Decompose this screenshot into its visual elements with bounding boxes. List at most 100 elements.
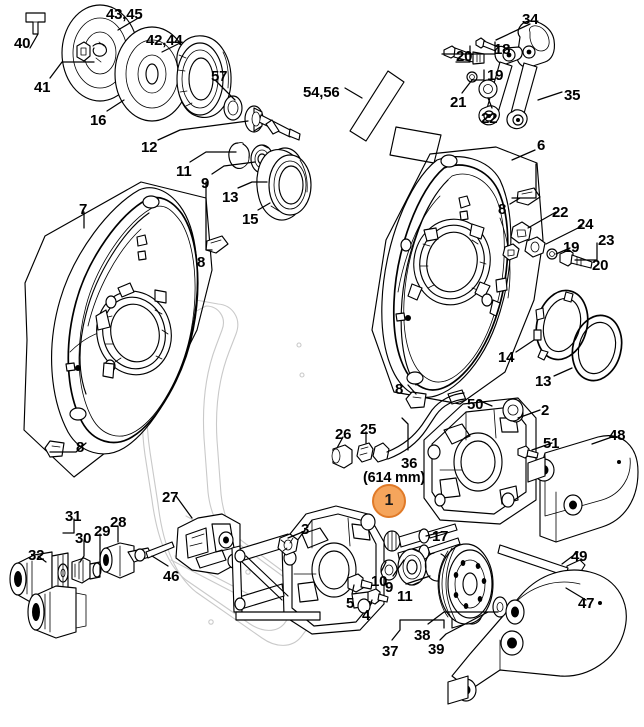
part-4-bolt bbox=[367, 588, 389, 605]
part-label-19: 19 bbox=[487, 67, 504, 84]
part-label-25: 25 bbox=[360, 421, 377, 438]
part-label-37: 37 bbox=[382, 643, 399, 660]
part-label-8: 8 bbox=[76, 439, 85, 456]
part-46-screw bbox=[134, 541, 175, 562]
part-label-57: 57 bbox=[211, 68, 228, 85]
highlighted-part-callout-1[interactable]: 1 bbox=[372, 484, 406, 518]
part-32-coupling bbox=[9, 551, 87, 639]
part-57-washer bbox=[223, 95, 243, 121]
part-label-13: 13 bbox=[222, 189, 239, 206]
part-label-18: 18 bbox=[494, 41, 511, 58]
part-5-bolt bbox=[347, 573, 373, 593]
part-24-nut bbox=[524, 236, 546, 258]
part-label-34: 34 bbox=[522, 11, 539, 28]
part-label-42-44: 42,44 bbox=[146, 32, 183, 49]
part-30-nipple bbox=[71, 557, 101, 584]
part-8-clip-d bbox=[405, 391, 427, 409]
part-14-ring bbox=[533, 289, 589, 361]
part-label-6: 6 bbox=[537, 137, 546, 154]
part-label-28: 28 bbox=[110, 514, 127, 531]
part-label-47: 47 bbox=[578, 595, 595, 612]
part-label-8: 8 bbox=[498, 201, 507, 218]
part-label-48: 48 bbox=[609, 427, 626, 444]
part-label-19: 19 bbox=[563, 239, 580, 256]
part-label-8: 8 bbox=[395, 381, 404, 398]
part-16-clutch-drum bbox=[176, 35, 232, 118]
part-label-38: 38 bbox=[414, 627, 431, 644]
part-label-43-45: 43,45 bbox=[106, 6, 143, 23]
part-15-bearing-housing bbox=[256, 149, 312, 221]
part-29-oring bbox=[92, 562, 102, 578]
part-label-35: 35 bbox=[564, 87, 581, 104]
part-label-39: 39 bbox=[428, 641, 445, 658]
part-3-nut bbox=[277, 533, 299, 556]
part-label-31: 31 bbox=[65, 508, 82, 525]
part-label-49: 49 bbox=[571, 548, 588, 565]
part-label-46: 46 bbox=[163, 568, 180, 585]
part-label-16: 16 bbox=[90, 112, 107, 129]
part-label-7: 7 bbox=[79, 201, 88, 218]
part-label-20: 20 bbox=[456, 48, 473, 65]
part-22-nut-b bbox=[502, 243, 520, 261]
part-22-nut bbox=[510, 221, 532, 244]
part-label-32: 32 bbox=[28, 547, 45, 564]
part-7-housing-left bbox=[23, 181, 229, 478]
part-label-21: 21 bbox=[450, 94, 467, 111]
part-label-13: 13 bbox=[535, 373, 552, 390]
part-label-50: 50 bbox=[467, 396, 484, 413]
part-9-bearing-b bbox=[397, 548, 427, 586]
part-35-handle bbox=[478, 20, 556, 130]
part-label-9: 9 bbox=[201, 175, 210, 192]
part-8-clip-b bbox=[44, 440, 65, 458]
part-label-20: 20 bbox=[592, 257, 609, 274]
part-28-fitting bbox=[99, 542, 153, 579]
part-label-3: 3 bbox=[301, 521, 310, 538]
part-13-ring bbox=[571, 314, 623, 382]
part-11-circlip bbox=[228, 142, 250, 170]
leader-lines bbox=[29, 16, 613, 641]
part-label-23: 23 bbox=[598, 232, 615, 249]
part-12-shaft bbox=[244, 105, 301, 141]
part-label-24: 24 bbox=[577, 216, 594, 233]
part-17-bolts bbox=[383, 523, 461, 564]
part-25-clamp bbox=[356, 442, 374, 463]
part-20-screw-b bbox=[559, 249, 593, 269]
part-label-614-mm: (614 mm) bbox=[363, 470, 426, 486]
part-label-4: 4 bbox=[362, 607, 371, 624]
part-label-5: 5 bbox=[346, 595, 355, 612]
part-label-40: 40 bbox=[14, 35, 31, 52]
part-22-washer-top bbox=[478, 79, 498, 99]
part-label-26: 26 bbox=[335, 426, 352, 443]
part-label-51: 51 bbox=[543, 435, 560, 452]
part-39-washer bbox=[492, 596, 525, 625]
part-label-10: 10 bbox=[371, 573, 388, 590]
part-label-11: 11 bbox=[397, 588, 413, 605]
part-label-41: 41 bbox=[34, 79, 51, 96]
part-27-bracket bbox=[175, 513, 241, 575]
part-label-14: 14 bbox=[498, 349, 515, 366]
part-41-key bbox=[76, 41, 91, 62]
part-38-pulley bbox=[437, 543, 494, 625]
part-26-fitting bbox=[331, 444, 353, 469]
part-label-2: 2 bbox=[541, 402, 550, 419]
part-label-54-56: 54,56 bbox=[303, 84, 340, 101]
part-label-22: 22 bbox=[481, 110, 498, 127]
part-label-29: 29 bbox=[94, 523, 111, 540]
part-51-screw bbox=[517, 445, 539, 459]
part-label-36: 36 bbox=[401, 455, 418, 472]
part-48-belt-guard bbox=[527, 435, 639, 543]
part-label-30: 30 bbox=[75, 530, 92, 547]
part-label-11: 11 bbox=[176, 163, 192, 180]
part-36-hose bbox=[372, 392, 466, 463]
part-label-17: 17 bbox=[432, 528, 449, 545]
part-label-22: 22 bbox=[552, 204, 569, 221]
part-31-oring bbox=[57, 563, 69, 583]
part-label-15: 15 bbox=[242, 211, 259, 228]
part-label-27: 27 bbox=[162, 489, 179, 506]
part-label-8: 8 bbox=[197, 254, 206, 271]
part-2-gearbox bbox=[423, 389, 537, 525]
part-54-56-decals bbox=[349, 70, 442, 164]
part-label-12: 12 bbox=[141, 139, 158, 156]
